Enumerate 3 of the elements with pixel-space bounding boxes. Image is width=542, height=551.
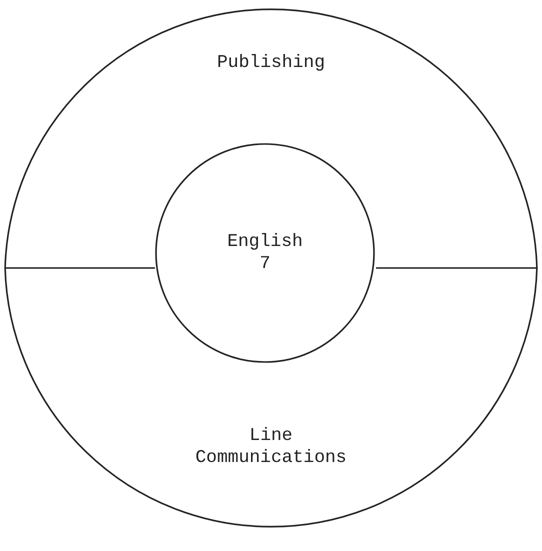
region-label: Publishing (216, 52, 326, 74)
region-label: English 7 (226, 231, 304, 275)
region-label: Line Communications (194, 425, 348, 469)
